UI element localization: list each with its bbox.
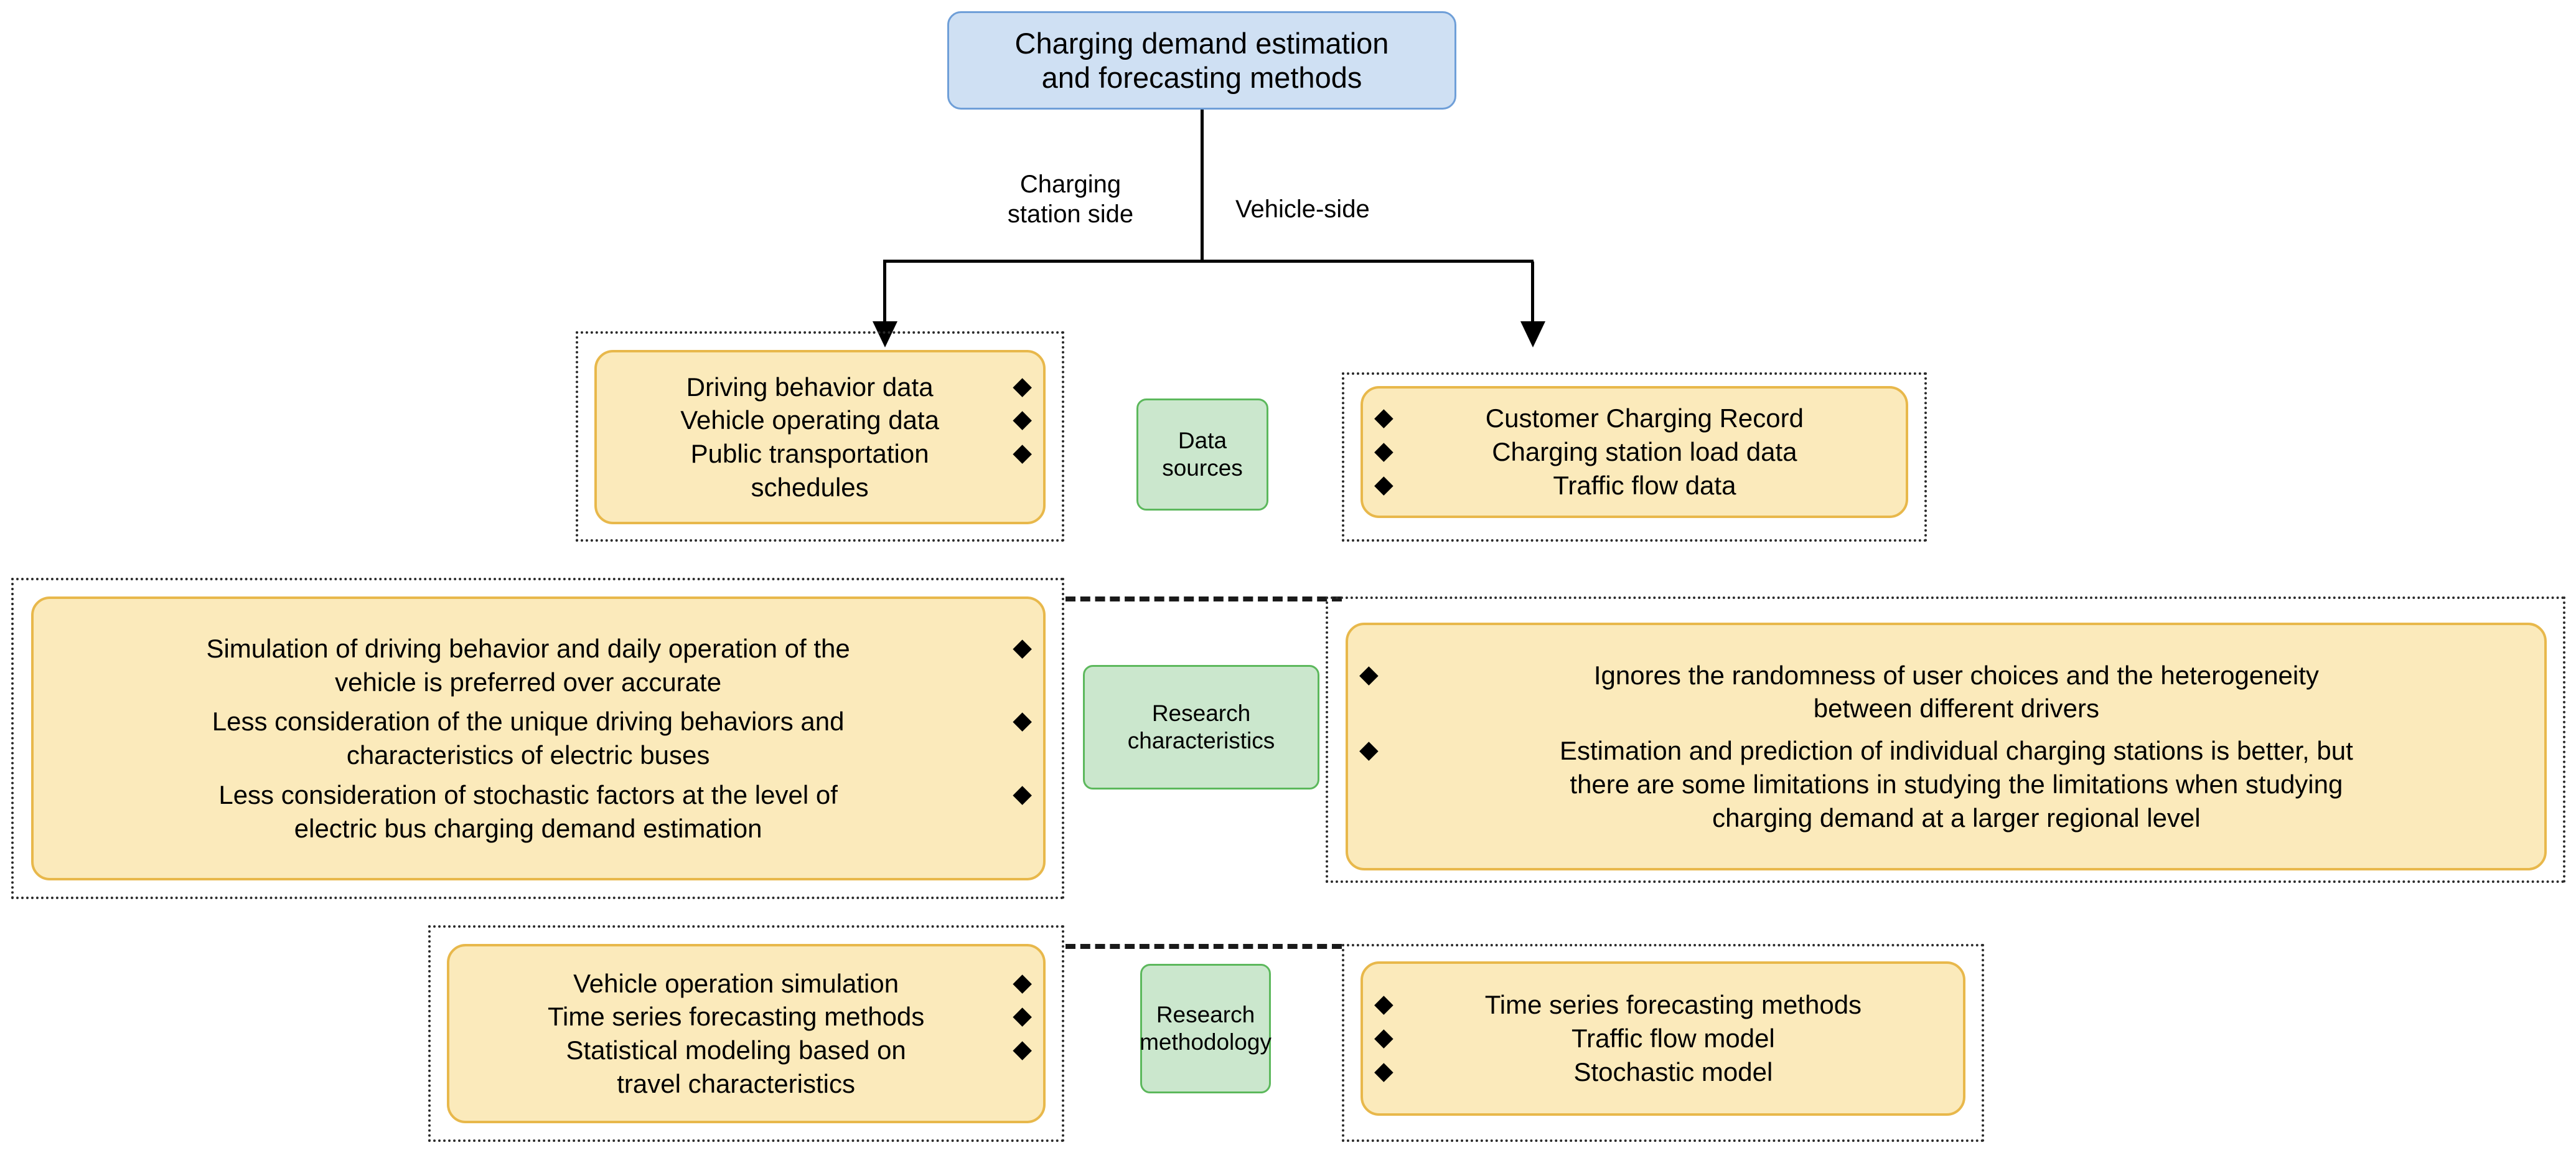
diamond-bullet-icon: ◆ [1374,1024,1393,1052]
left-branch-line [883,262,886,324]
list-item: Vehicle operation simulation ◆ [449,967,1043,1001]
diamond-bullet-icon: ◆ [1013,1002,1032,1030]
category-label-line-1: Data [1178,427,1227,453]
list-item: ◆ Time series forecasting methods [1363,988,1963,1022]
card-research-methodology-left[interactable]: Vehicle operation simulation ◆ Time seri… [447,944,1046,1123]
list-item: Vehicle operating data ◆ [597,403,1043,437]
diamond-bullet-icon: ◆ [1374,470,1393,498]
group-research-characteristics-left [11,578,1064,899]
edge-label-line-2: station side [1007,200,1134,228]
list-item: ◆ Charging station load data [1363,435,1906,469]
list-item: ◆ Ignores the randomness of user choices… [1348,659,2544,726]
category-label-line-2: methodology [1140,1029,1272,1055]
category-label-research-methodology[interactable]: Research methodology [1140,964,1272,1093]
split-bar [883,260,1534,263]
left-branch-arrowhead [873,321,897,347]
card-research-characteristics-left[interactable]: Simulation of driving behavior and daily… [31,596,1046,880]
edge-label-vehicle-side: Vehicle-side [1235,196,1370,223]
diamond-bullet-icon: ◆ [1359,736,1379,764]
list-item: Time series forecasting methods ◆ [449,1000,1043,1034]
category-label-data-sources[interactable]: Data sources [1136,398,1268,511]
diamond-bullet-icon: ◆ [1013,1035,1032,1063]
list-item: Less consideration of stochastic factors… [34,778,1043,846]
edge-label-line-1: Charging [1019,171,1122,198]
list-item: Simulation of driving behavior and daily… [34,632,1043,699]
card-data-sources-right[interactable]: ◆ Customer Charging Record ◆ Charging st… [1361,386,1908,518]
category-label-line-1: Research [1156,1001,1255,1027]
list-item: ◆ Customer Charging Record [1363,402,1906,435]
diamond-bullet-icon: ◆ [1013,405,1032,433]
category-label-line-1: Research [1151,700,1251,726]
diamond-bullet-icon: ◆ [1013,968,1032,996]
diamond-bullet-icon: ◆ [1013,439,1032,466]
diamond-bullet-icon: ◆ [1013,707,1032,735]
right-branch-arrowhead [1520,321,1545,347]
diamond-bullet-icon: ◆ [1013,633,1032,661]
group-research-characteristics-right [1326,596,2565,883]
list-item: Less consideration of the unique driving… [34,705,1043,772]
list-item: ◆ Stochastic model [1363,1055,1963,1089]
list-item: ◆ Traffic flow data [1363,469,1906,502]
diamond-bullet-icon: ◆ [1374,403,1393,431]
category-label-line-2: sources [1162,455,1243,481]
connector-research-methodology [1066,944,1342,949]
edge-label-charging-station-side: Charging station side [971,169,1170,229]
diamond-bullet-icon: ◆ [1359,660,1379,688]
diamond-bullet-icon: ◆ [1374,990,1393,1018]
right-branch-line [1531,262,1534,324]
card-research-characteristics-right[interactable]: ◆ Ignores the randomness of user choices… [1346,623,2547,870]
diamond-bullet-icon: ◆ [1374,1057,1393,1085]
group-research-methodology-left [428,925,1064,1142]
diamond-bullet-icon: ◆ [1374,437,1393,465]
list-item: ◆ Traffic flow model [1363,1022,1963,1055]
diamond-bullet-icon: ◆ [1013,780,1032,808]
connector-research-characteristics [1066,596,1342,601]
group-data-sources-left [576,331,1064,542]
card-data-sources-left[interactable]: Driving behavior data ◆ Vehicle operatin… [594,350,1046,524]
diamond-bullet-icon: ◆ [1013,372,1032,400]
root-stem [1201,110,1204,262]
category-label-line-2: characteristics [1127,728,1275,753]
card-research-methodology-right[interactable]: ◆ Time series forecasting methods ◆ Traf… [1361,961,1965,1116]
list-item: ◆ Estimation and prediction of individua… [1348,734,2544,834]
category-label-research-characteristics[interactable]: Research characteristics [1083,665,1319,790]
list-item: Driving behavior data ◆ [597,370,1043,404]
group-data-sources-right [1342,372,1927,542]
group-research-methodology-right [1342,944,1984,1142]
